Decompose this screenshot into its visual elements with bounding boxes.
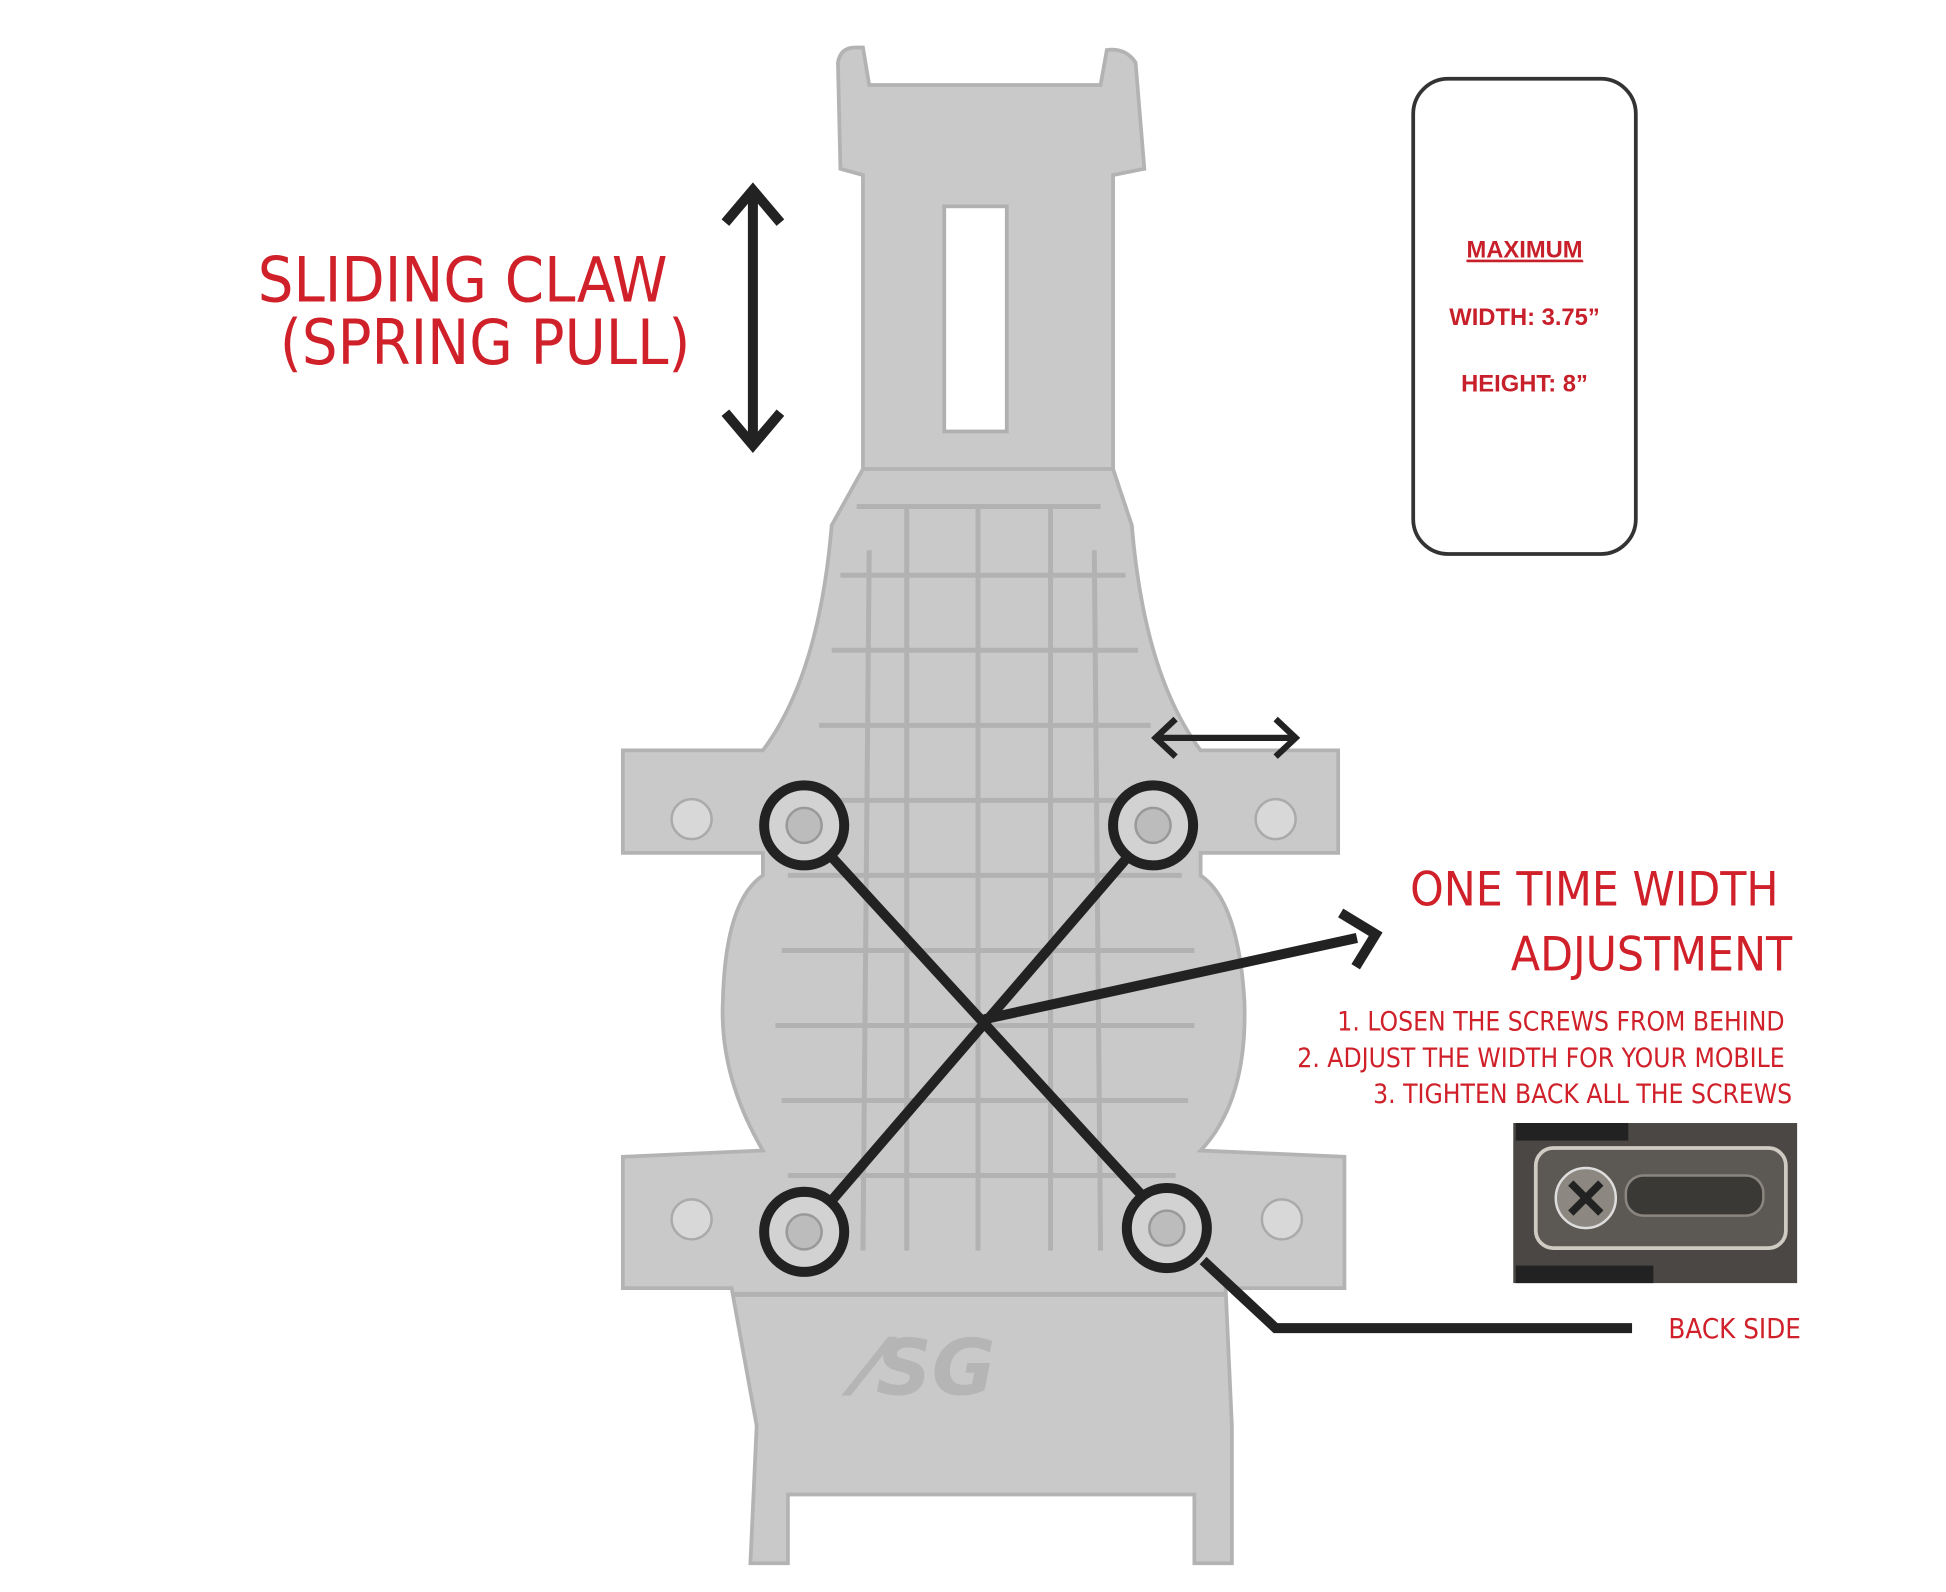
max-width: WIDTH: 3.75”: [1449, 304, 1599, 331]
adjust-pointer-arrow: [983, 933, 1358, 1025]
horizontal-double-arrow-icon: [1151, 716, 1301, 759]
side-pins: [670, 797, 1304, 1241]
max-height: HEIGHT: 8”: [1461, 370, 1588, 397]
width-adjust-label: ONE TIME WIDTH ADJUSTMENT: [1410, 862, 1793, 982]
claw-slot: [942, 204, 1009, 434]
sg-logo: ⁄SG: [841, 1323, 995, 1413]
max-heading: MAXIMUM: [1466, 237, 1582, 264]
max-phone-size-box: [1411, 76, 1638, 556]
back-side-label: BACK SIDE: [1668, 1313, 1800, 1345]
grid: [731, 503, 1226, 1297]
adjust-steps: 1. LOSEN THE SCREWS FROM BEHIND 2. ADJUS…: [1297, 1007, 1792, 1110]
sliding-claw-label: SLIDING CLAW (SPRING PULL): [258, 243, 691, 379]
screw-heads: [785, 806, 1186, 1251]
vertical-double-arrow-icon: [721, 182, 785, 453]
back-side-photo: [1513, 1123, 1798, 1284]
back-side-leader: [1199, 1256, 1633, 1334]
